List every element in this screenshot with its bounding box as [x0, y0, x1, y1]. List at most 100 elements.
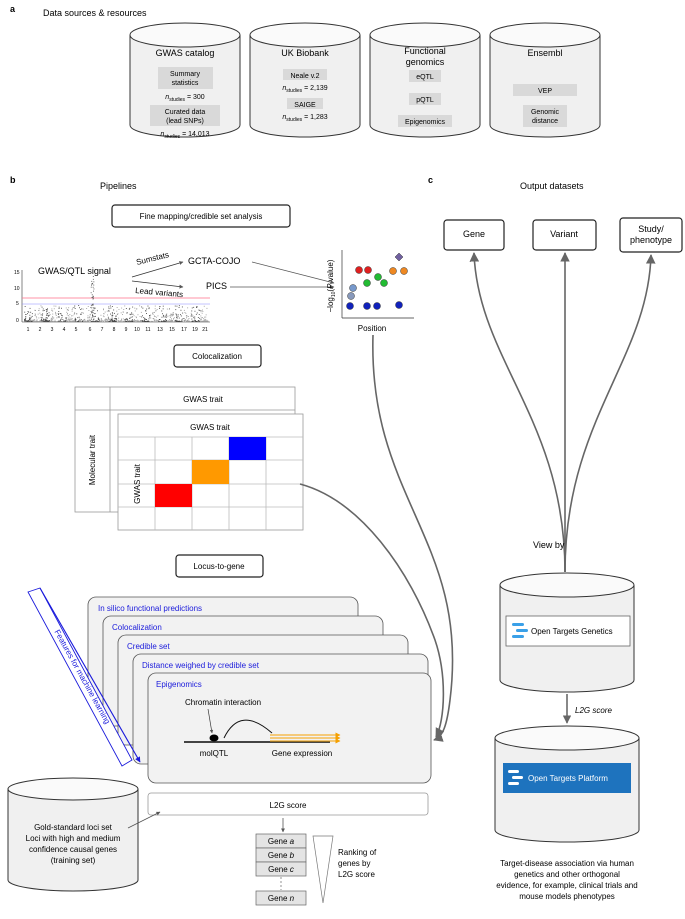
genomic-line1: Genomic — [531, 109, 560, 116]
manhattan-point — [134, 319, 135, 320]
manhattan-point — [88, 316, 90, 318]
manhattan-point — [72, 320, 73, 322]
summary-n-label: n — [165, 94, 169, 101]
manhattan-point — [123, 309, 125, 310]
manhattan-point — [80, 309, 82, 310]
manhattan-point — [178, 307, 180, 308]
manhattan-point — [45, 309, 47, 310]
vep-label: VEP — [538, 88, 552, 95]
manhattan-point — [92, 298, 94, 299]
manhattan-point — [55, 312, 57, 314]
gold-to-l2g-arrow — [127, 811, 161, 829]
manhattan-point — [205, 314, 207, 316]
manhattan-point — [92, 278, 94, 280]
manhattan-point — [116, 310, 118, 312]
manhattan-point — [98, 319, 100, 320]
manhattan-point — [98, 320, 100, 322]
manhattan-point — [192, 315, 194, 317]
manhattan-point — [180, 309, 182, 311]
coloc-cell-red — [155, 484, 192, 507]
manhattan-point — [34, 319, 36, 320]
manhattan-ytick: 10 — [14, 286, 20, 292]
manhattan-point — [39, 312, 41, 314]
manhattan-point — [177, 314, 179, 316]
manhattan-point — [115, 315, 117, 317]
manhattan-point — [92, 311, 93, 313]
manhattan-point — [46, 319, 48, 321]
manhattan-point — [112, 321, 113, 322]
manhattan-point — [195, 320, 197, 322]
manhattan-point — [128, 308, 130, 310]
manhattan-point — [171, 318, 172, 320]
scatter-point — [400, 267, 408, 275]
manhattan-point — [92, 295, 94, 297]
scatter-ylabel-sub: 10 — [331, 291, 337, 297]
manhattan-point — [61, 307, 62, 309]
manhattan-point — [112, 320, 114, 322]
manhattan-point — [92, 286, 94, 288]
manhattan-point — [24, 318, 26, 320]
manhattan-point — [36, 317, 38, 319]
manhattan-point — [89, 313, 91, 315]
manhattan-point — [198, 321, 200, 322]
manhattan-point — [134, 310, 136, 312]
gene-expression-label: Gene expression — [272, 749, 332, 758]
manhattan-point — [24, 306, 26, 307]
scatter-ylabel: −log10(P value) — [326, 259, 337, 312]
manhattan-point — [165, 316, 167, 318]
feature-card-label: Distance weighed by credible set — [142, 661, 260, 670]
scatter-point — [373, 302, 381, 310]
l2g-box — [175, 554, 264, 578]
manhattan-point — [183, 318, 185, 319]
manhattan-point — [172, 320, 174, 322]
manhattan-point — [43, 318, 45, 320]
manhattan-point — [101, 319, 103, 321]
manhattan-point — [73, 321, 75, 322]
manhattan-point — [58, 308, 60, 309]
manhattan-point — [45, 320, 46, 322]
manhattan-xtick: 15 — [169, 327, 175, 333]
manhattan-point — [135, 308, 137, 310]
manhattan-point — [29, 307, 31, 309]
manhattan-point — [106, 320, 108, 321]
manhattan-point — [168, 320, 170, 322]
manhattan-point — [87, 317, 89, 319]
manhattan-point — [206, 307, 208, 309]
manhattan-point — [85, 320, 86, 322]
manhattan-point — [43, 319, 44, 321]
manhattan-point — [118, 309, 120, 310]
manhattan-point — [161, 320, 162, 322]
manhattan-point — [106, 321, 108, 322]
manhattan-point — [42, 313, 44, 315]
manhattan-point — [26, 320, 27, 322]
scatter-point — [389, 267, 397, 275]
ranking-line: genes by — [338, 859, 370, 868]
manhattan-point — [115, 320, 117, 322]
coloc-cell-orange — [192, 460, 229, 484]
manhattan-point — [45, 317, 47, 319]
manhattan-point — [91, 312, 93, 314]
feature-card-label: Epigenomics — [156, 680, 202, 689]
manhattan-point — [90, 317, 92, 319]
manhattan-point — [184, 320, 186, 322]
manhattan-point — [100, 321, 102, 322]
manhattan-point — [103, 316, 105, 318]
manhattan-point — [137, 320, 139, 322]
manhattan-point — [35, 314, 36, 316]
manhattan-point — [78, 316, 80, 318]
feature-card — [147, 672, 432, 784]
l2g-score-label: L2G score — [270, 801, 307, 810]
manhattan-point — [74, 308, 76, 309]
manhattan-point — [25, 320, 27, 322]
manhattan-point — [198, 320, 199, 322]
manhattan-point — [140, 320, 142, 321]
manhattan-point — [181, 320, 183, 322]
manhattan-point — [103, 308, 104, 310]
manhattan-point — [88, 319, 90, 321]
curated-n-label: n — [160, 131, 164, 138]
manhattan-point — [168, 308, 170, 310]
manhattan-point — [58, 316, 60, 318]
manhattan-point — [118, 317, 120, 319]
manhattan-point — [27, 311, 29, 312]
manhattan-point — [145, 310, 146, 312]
